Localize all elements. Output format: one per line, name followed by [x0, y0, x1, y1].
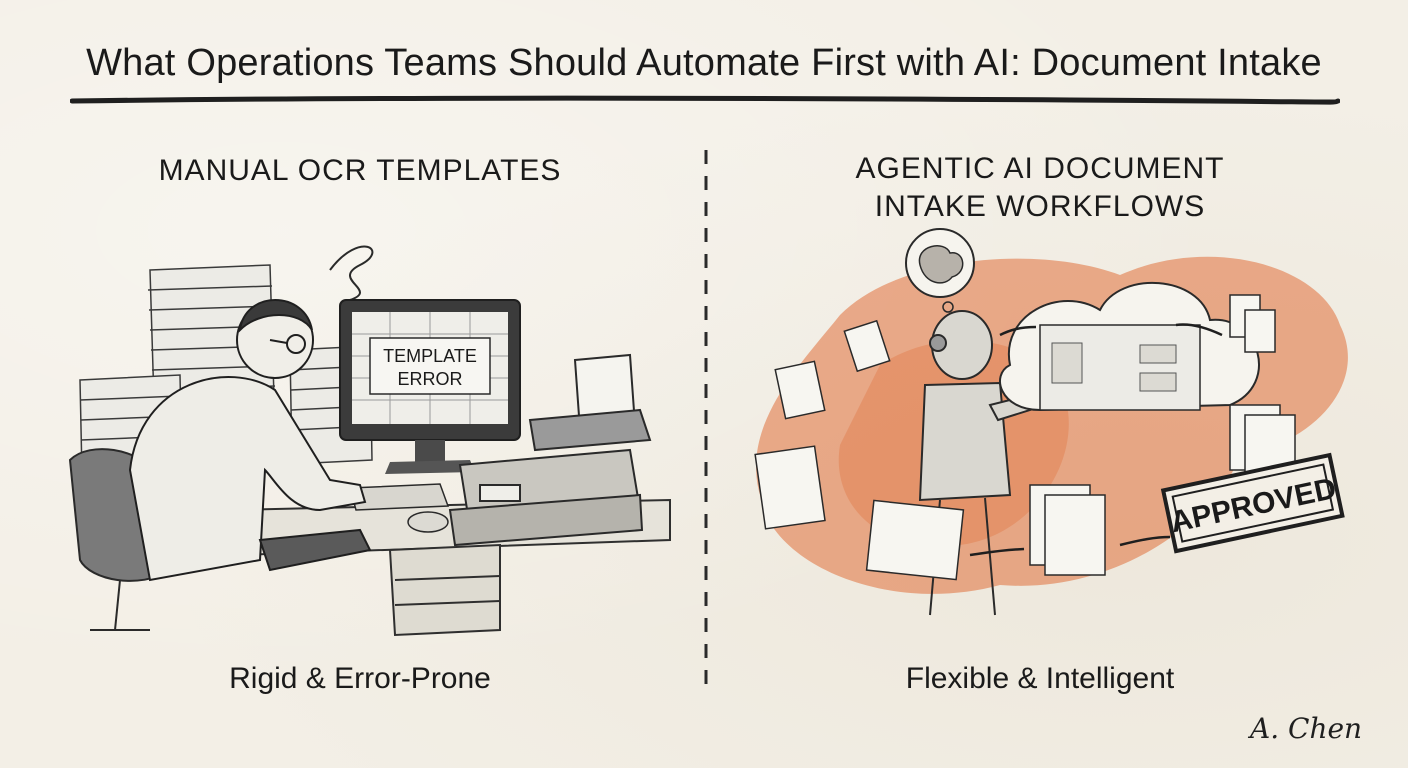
- printer-icon: [448, 353, 652, 547]
- right-panel-caption: Flexible & Intelligent: [905, 662, 1175, 695]
- left-panel-heading: MANUAL OCR TEMPLATES: [158, 154, 562, 187]
- right-heading-line2: INTAKE WORKFLOWS: [874, 190, 1206, 223]
- panel-divider: [704, 150, 708, 690]
- office-worker-figure: [128, 299, 372, 582]
- page-title: What Operations Teams Should Automate Fi…: [86, 42, 1322, 84]
- monitor-icon: TEMPLATE ERROR: [339, 299, 521, 474]
- agentic-ai-illustration: APPROVED: [754, 228, 1348, 616]
- title-underline: [70, 95, 1340, 105]
- left-panel-caption: Rigid & Error-Prone: [229, 662, 491, 695]
- cloud-icon: [999, 281, 1260, 412]
- mouse-icon: [407, 511, 449, 533]
- arrow-icon: [969, 323, 1223, 557]
- artist-signature: A. Chen: [1250, 712, 1363, 745]
- right-heading-line1: AGENTIC AI DOCUMENT: [855, 152, 1225, 185]
- keyboard-icon: [349, 483, 450, 511]
- brain-icon: [905, 228, 975, 313]
- template-error-line1: TEMPLATE: [383, 346, 477, 366]
- template-error-line2: ERROR: [397, 369, 462, 389]
- right-panel-heading: AGENTIC AI DOCUMENT INTAKE WORKFLOWS: [770, 150, 1310, 226]
- manual-ocr-illustration: TEMPLATE ERROR: [68, 245, 671, 637]
